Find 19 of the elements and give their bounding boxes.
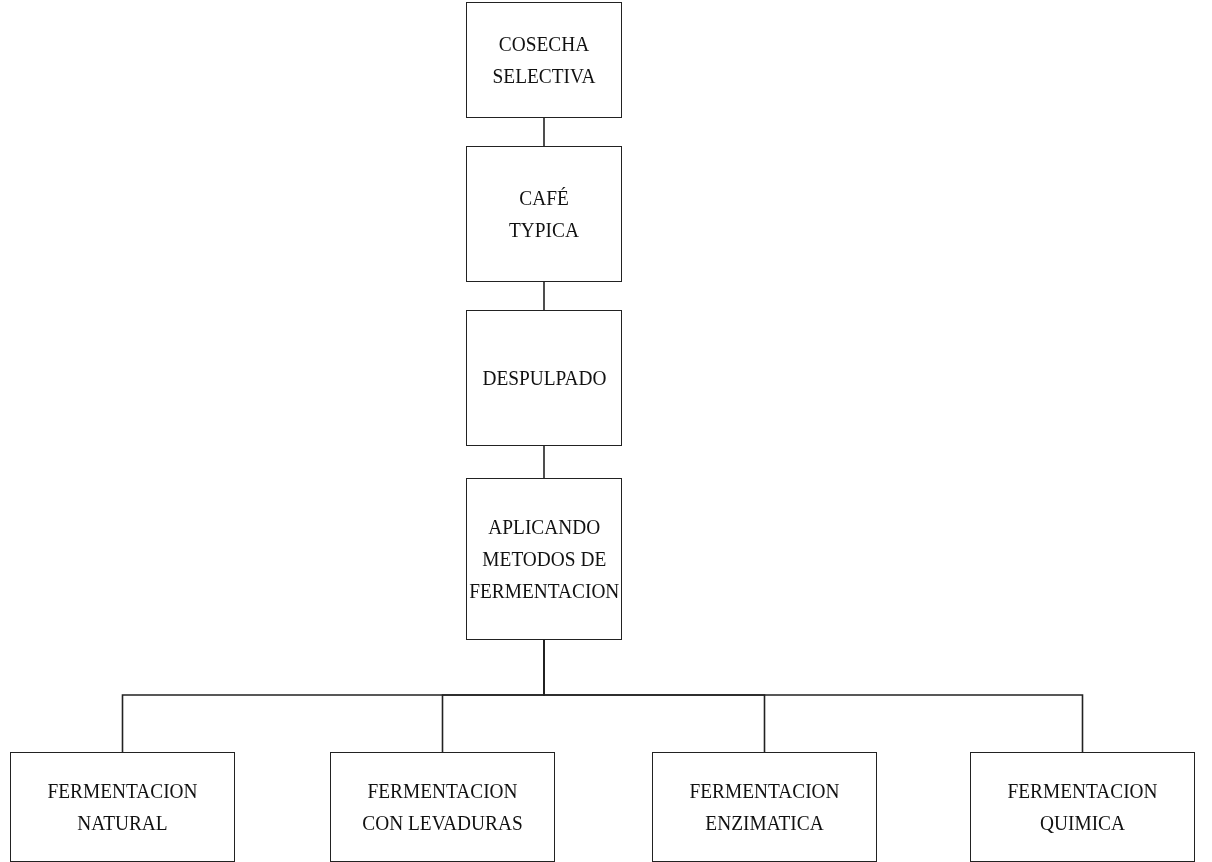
box-label: COSECHA SELECTIVA <box>491 30 597 90</box>
process-box <box>466 146 622 282</box>
process-box <box>652 752 877 862</box>
box-label: FERMENTACION QUIMICA <box>1006 777 1159 837</box>
process-box <box>970 752 1195 862</box>
process-box <box>466 478 622 640</box>
box-label: FERMENTACION NATURAL <box>46 777 199 837</box>
box-label: FERMENTACION CON LEVADURAS <box>361 777 524 837</box>
process-box <box>466 310 622 446</box>
connector-line <box>543 281 545 311</box>
box-label: CAFÉ TYPICA <box>508 184 580 244</box>
connector-line <box>543 117 545 147</box>
connector-line <box>543 445 545 479</box>
process-box <box>10 752 235 862</box>
process-box <box>466 2 622 118</box>
box-label: FERMENTACION ENZIMATICA <box>688 777 841 837</box>
box-label: APLICANDO METODOS DE FERMENTACION <box>468 513 620 605</box>
box-label: DESPULPADO <box>481 364 607 393</box>
process-box <box>330 752 555 862</box>
